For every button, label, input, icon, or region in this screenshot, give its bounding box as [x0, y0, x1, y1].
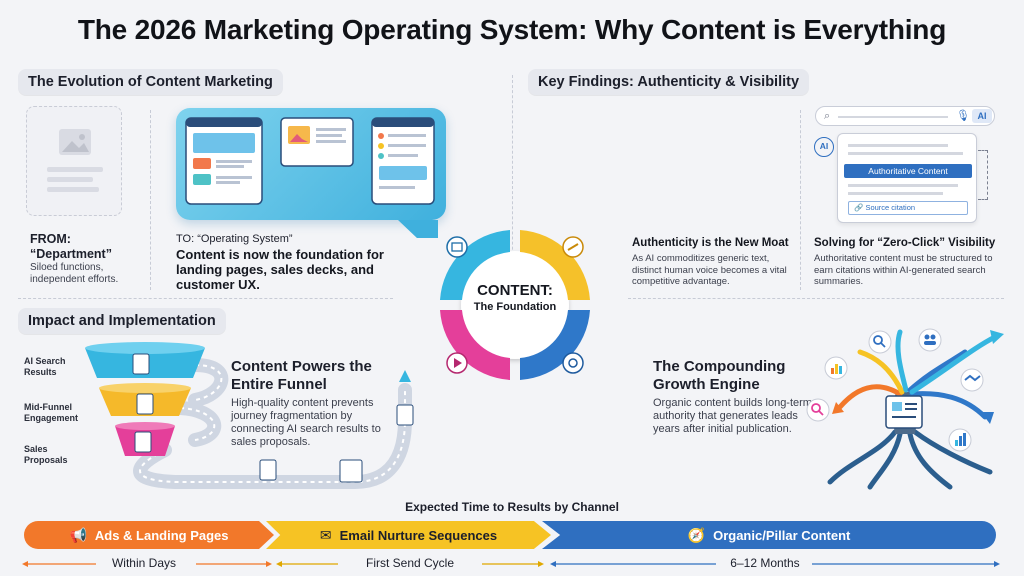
gear-icon [562, 352, 584, 374]
section-impact-heading: Impact and Implementation [18, 308, 226, 334]
source-citation-label: 🔗 Source citation [848, 201, 968, 215]
megaphone-icon: 📢 [69, 526, 87, 543]
ai-badge: AI [972, 109, 992, 123]
divider [512, 75, 513, 290]
growth-description: Organic content builds long-term authori… [653, 397, 812, 435]
document-icon [134, 431, 152, 453]
channel-label-organic: Organic/Pillar Content [713, 527, 851, 543]
from-description: Siloed functions, independent efforts. [30, 262, 119, 285]
image-placeholder-icon [47, 129, 103, 192]
timeline-time-organic: 6–12 Months [730, 556, 800, 570]
zero-click-description: Authoritative content must be structured… [814, 253, 993, 287]
arrow-up-icon [399, 370, 411, 382]
channel-band-email: ✉ Email Nurture Sequences [266, 521, 551, 549]
authoritative-content-label: Authoritative Content [844, 164, 972, 178]
search-icon [868, 330, 892, 354]
landing-page-mockup-icon [185, 117, 263, 205]
growth-tree-diagram [806, 328, 1004, 490]
ring-segment-cyan [440, 230, 510, 300]
source-citation-text: Source citation [865, 203, 916, 212]
page-title: The 2026 Marketing Operating System: Why… [77, 14, 947, 45]
funnel-label-ai-search: AI Search Results [24, 356, 66, 377]
from-label: FROM: “Department” [30, 232, 112, 261]
document-icon [339, 459, 363, 483]
panel-pointer [398, 220, 438, 238]
timeline-time-ads: Within Days [111, 556, 176, 570]
to-label: TO: “Operating System” [176, 233, 293, 245]
compass-icon: 🧭 [687, 526, 706, 543]
link-icon [562, 236, 584, 258]
center-subtitle: The Foundation [473, 301, 557, 313]
microphone-icon: 🎙 [956, 110, 970, 122]
divider [800, 110, 801, 290]
connector-bracket [978, 150, 988, 200]
section-findings-heading: Key Findings: Authenticity & Visibility [528, 69, 810, 95]
to-description: Content is now the foundation for landin… [176, 247, 384, 292]
ai-summary-card: Authoritative Content 🔗 Source citation [837, 133, 977, 223]
document-icon [136, 393, 154, 415]
center-label: CONTENT: The Foundation [455, 282, 575, 313]
channel-label-ads: Ads & Landing Pages [94, 527, 229, 543]
timeline-arrows [22, 561, 1000, 567]
sales-deck-mockup-icon [280, 117, 354, 167]
document-icon [259, 459, 277, 481]
channel-label-email: Email Nurture Sequences [339, 527, 498, 543]
people-icon [918, 328, 942, 352]
funnel-description: High-quality content prevents journey fr… [231, 397, 381, 448]
document-icon [885, 395, 923, 429]
ai-search-bar: ⌕ 🎙 AI [815, 106, 995, 126]
section-evolution-heading: The Evolution of Content Marketing [18, 69, 283, 95]
handshake-icon [960, 368, 984, 392]
divider [628, 298, 1004, 299]
ring-segment-yellow [520, 230, 590, 300]
document-icon [446, 236, 468, 258]
search-icon: ⌕ [824, 110, 831, 122]
document-icon [132, 353, 150, 375]
zero-click-title: Solving for “Zero-Click” Visibility [814, 237, 996, 249]
ring-segment-pink [440, 310, 510, 380]
authenticity-title: Authenticity is the New Moat [632, 237, 789, 249]
envelope-icon: ✉ [319, 526, 332, 543]
content-foundation-ring [440, 230, 590, 380]
funnel-path-diagram [85, 342, 414, 489]
divider [150, 110, 151, 290]
timeline-title: Expected Time to Results by Channel [405, 500, 619, 514]
channel-band-ads: 📢 Ads & Landing Pages [24, 521, 274, 549]
center-title: CONTENT: [477, 282, 553, 299]
link-icon: 🔗 [854, 203, 866, 212]
timeline-time-email: First Send Cycle [365, 556, 455, 570]
ring-segment-blue [520, 310, 590, 380]
ai-circle-icon: AI [814, 137, 834, 157]
funnel-label-sales: Sales Proposals [24, 444, 68, 465]
department-placeholder-card [26, 106, 122, 216]
divider [18, 298, 393, 299]
channel-band-organic: 🧭 Organic/Pillar Content [542, 521, 996, 549]
search-query-line [838, 116, 948, 118]
authenticity-description: As AI commoditizes generic text, distinc… [632, 253, 787, 287]
funnel-title: Content Powers the Entire Funnel [231, 358, 372, 393]
voice-waveform-icon [587, 115, 778, 209]
customer-ux-mockup-icon [371, 117, 435, 205]
play-icon [446, 352, 468, 374]
growth-title: The Compounding Growth Engine [653, 358, 786, 393]
funnel-label-mid-funnel: Mid-Funnel Engagement [24, 402, 79, 423]
document-icon [396, 404, 414, 426]
operating-system-panel [176, 108, 446, 238]
magnifier-icon [806, 398, 830, 422]
